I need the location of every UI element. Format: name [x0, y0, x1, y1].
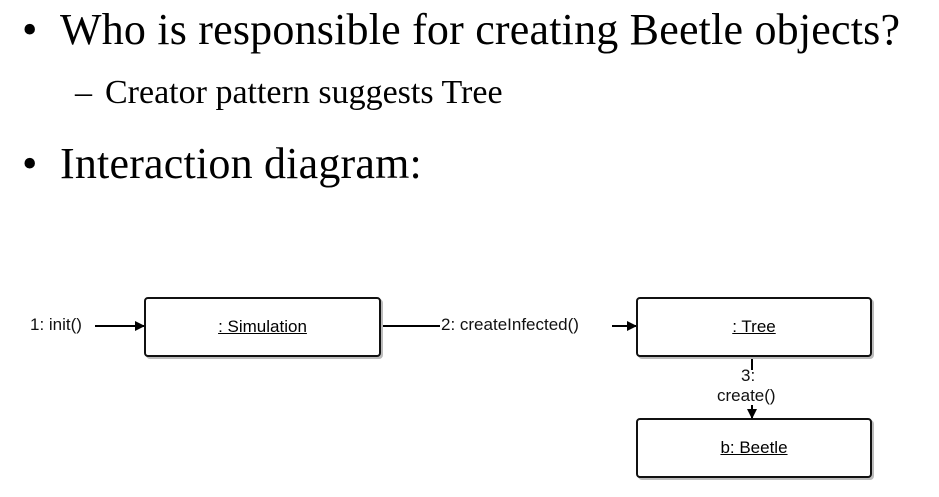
sub-bullet-text: Creator pattern suggests Tree	[105, 74, 503, 111]
object-tree-label: : Tree	[732, 317, 776, 336]
bullet-text: Who is responsible for creating Beetle o…	[60, 5, 901, 54]
message-create-number: 3:	[741, 366, 756, 385]
bullet-dot: •	[22, 139, 38, 188]
message-createinfected: 2: createInfected()	[441, 315, 579, 335]
bullet-dot: •	[22, 5, 38, 54]
message-create-name: create()	[717, 386, 776, 405]
object-beetle: b: Beetle	[636, 418, 872, 478]
object-simulation-label: : Simulation	[218, 317, 307, 336]
object-tree: : Tree	[636, 297, 872, 357]
bullet-1: • Who is responsible for creating Beetle…	[22, 4, 900, 55]
message-init: 1: init()	[30, 315, 82, 335]
object-beetle-label: b: Beetle	[720, 438, 788, 457]
bullet-2: • Interaction diagram:	[22, 138, 422, 189]
sub-bullet-1: – Creator pattern suggests Tree	[75, 74, 503, 112]
object-simulation: : Simulation	[144, 297, 381, 357]
bullet-text: Interaction diagram:	[60, 139, 422, 188]
sub-bullet-dash: –	[75, 74, 92, 111]
